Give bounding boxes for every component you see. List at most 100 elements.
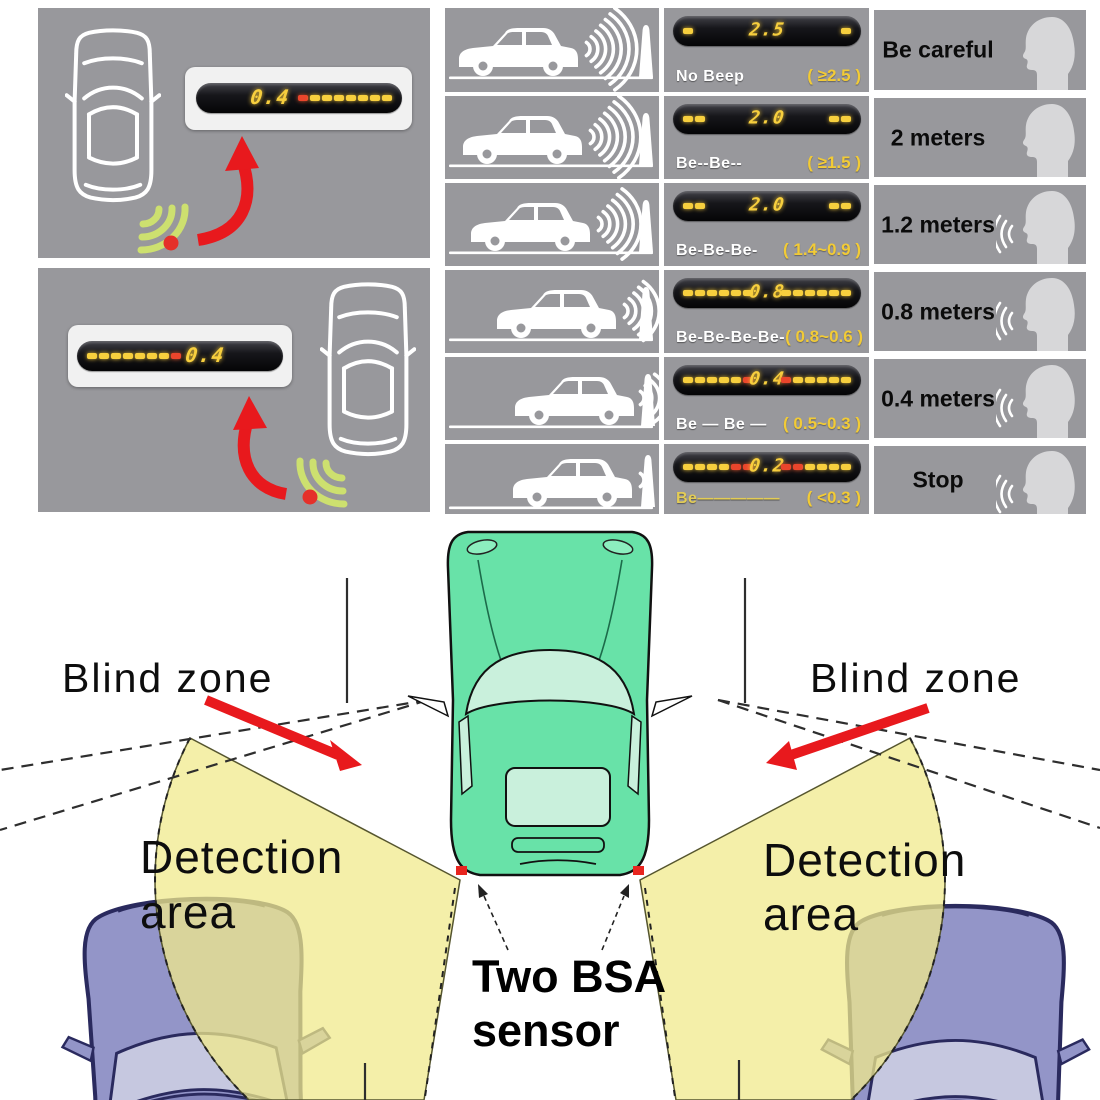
detection-area-label-left-line1: Detection <box>140 831 343 883</box>
distance-label: 0.8 meters <box>881 298 995 324</box>
distance-range: ( 1.4~0.9 ) <box>783 240 861 259</box>
obstacle-post-icon <box>641 455 655 507</box>
rear-sensing-illustration-1 <box>38 8 259 254</box>
car-side-icon <box>459 28 578 76</box>
led-display-monitor: 0.4 <box>68 325 292 387</box>
sonar-waves-icon <box>588 96 643 179</box>
bsa-sensor-right <box>633 866 644 875</box>
distance-label: 0.4 meters <box>881 385 995 411</box>
fan-dashed-borders <box>154 737 946 1100</box>
voice-waves-icon <box>996 301 1014 341</box>
obstacle-dot <box>163 235 179 251</box>
display-beep-row: 2.5 No Beep( ≥2.5 ) <box>664 8 869 92</box>
display-lens: 0.4 <box>77 341 283 371</box>
beep-pattern: Be-Be-Be-Be- <box>676 329 786 346</box>
sensor-caption-line2: sensor <box>472 1005 620 1056</box>
obstacle-post-icon <box>639 25 653 77</box>
voice-label-row: 0.4 meters <box>874 359 1086 438</box>
sonar-waves-icon <box>596 187 643 261</box>
ground-line <box>449 506 653 510</box>
windshield <box>464 648 636 717</box>
display-lens: 2.0 <box>672 191 861 221</box>
speaking-head-icon <box>996 191 1075 264</box>
distance-readout: 2.0 <box>747 107 786 129</box>
bsa-sensor-left <box>456 866 467 875</box>
distance-readout: 0.4 <box>183 343 226 368</box>
approach-illustration-row <box>445 8 659 92</box>
ground-line <box>449 164 653 168</box>
distance-range: ( ≥2.5 ) <box>807 66 861 85</box>
car-side-icon <box>471 203 590 251</box>
approach-illustration-row <box>445 96 659 179</box>
distance-range: ( <0.3 ) <box>806 488 861 507</box>
led-segments <box>682 464 753 470</box>
voice-label-row: 1.2 meters <box>874 185 1086 264</box>
display-lens: 2.5 <box>672 16 861 46</box>
ground-line <box>449 338 653 342</box>
obstacle-post-icon <box>639 113 653 165</box>
car-side-icon <box>463 116 582 164</box>
distance-range: ( ≥1.5 ) <box>807 153 861 172</box>
rear-sensing-illustration-2 <box>233 268 430 508</box>
blind-zone-arrow-left <box>204 695 362 771</box>
display-beep-row: 0.2 Be————— ( <0.3 ) <box>664 444 869 514</box>
distance-label: 2 meters <box>890 124 986 150</box>
listener-head-icon <box>1022 17 1075 90</box>
led-segments <box>682 290 753 296</box>
pointer-head-left <box>478 884 488 898</box>
blind-zone-lines <box>0 578 1100 1100</box>
led-segments <box>682 28 693 34</box>
display-lens: 0.4 <box>672 365 861 395</box>
detection-area-label-right-line1: Detection <box>763 834 966 886</box>
led-segments <box>297 95 392 101</box>
car-side-icon <box>515 377 634 425</box>
distance-readout: 2.5 <box>747 19 786 41</box>
ground-line <box>449 251 653 255</box>
car-top-outline-icon <box>322 284 415 454</box>
approach-illustration-row <box>445 444 659 514</box>
speaking-head-icon <box>996 365 1075 438</box>
display-beep-row: 0.4 Be — Be — ( 0.5~0.3 ) <box>664 357 869 440</box>
obstacle-post-icon <box>639 200 653 252</box>
distance-readout: 2.0 <box>747 194 786 216</box>
display-lens: 0.8 <box>672 278 861 308</box>
voice-label-row: Be careful <box>874 10 1086 90</box>
beep-pattern: Be-Be-Be- <box>676 242 758 259</box>
blind-zone-diagram: Blind zone Blind zone Detection area Det… <box>0 530 1100 1100</box>
distance-range: ( 0.5~0.3 ) <box>783 414 861 433</box>
beep-pattern: Be — Be — <box>676 416 767 433</box>
display-lens: 0.4 <box>195 83 402 113</box>
voice-label-row: 2 meters <box>874 98 1086 177</box>
distance-label: Stop <box>912 466 964 493</box>
display-lens: 2.0 <box>672 104 861 134</box>
detection-area-label-right-line2: area <box>763 888 859 940</box>
approach-illustration-row <box>445 183 659 266</box>
car-top-outline-icon <box>67 30 160 200</box>
ground-line <box>449 425 653 429</box>
led-segments <box>87 353 181 359</box>
sonar-waves-icon <box>584 8 639 92</box>
sensor-pointer-arrows <box>483 895 625 951</box>
rear-sensing-panel-2: 0.4 <box>38 268 430 512</box>
display-lens: 0.2 <box>672 452 861 482</box>
led-display-monitor: 0.4 <box>185 67 412 130</box>
headlight-left <box>466 539 498 555</box>
distance-label: Be careful <box>882 36 994 63</box>
mirror-left <box>407 695 450 718</box>
led-segments <box>780 290 851 296</box>
red-curved-arrow-icon <box>233 396 288 500</box>
obstacle-dot <box>302 489 318 505</box>
led-segments <box>828 116 851 122</box>
beep-pattern: Be————— <box>676 490 780 507</box>
detection-area-label-left-line2: area <box>140 886 236 938</box>
speaking-head-icon <box>996 278 1075 351</box>
approach-illustration-row <box>445 357 659 440</box>
display-beep-row: 2.0 Be-Be-Be- ( 1.4~0.9 ) <box>664 183 869 266</box>
approach-illustration-row <box>445 270 659 353</box>
led-segments <box>828 203 851 209</box>
led-segments <box>780 464 851 470</box>
led-segments <box>840 28 851 34</box>
blind-zone-label-left: Blind zone <box>62 655 273 701</box>
blind-zone-arrow-right <box>766 703 930 770</box>
